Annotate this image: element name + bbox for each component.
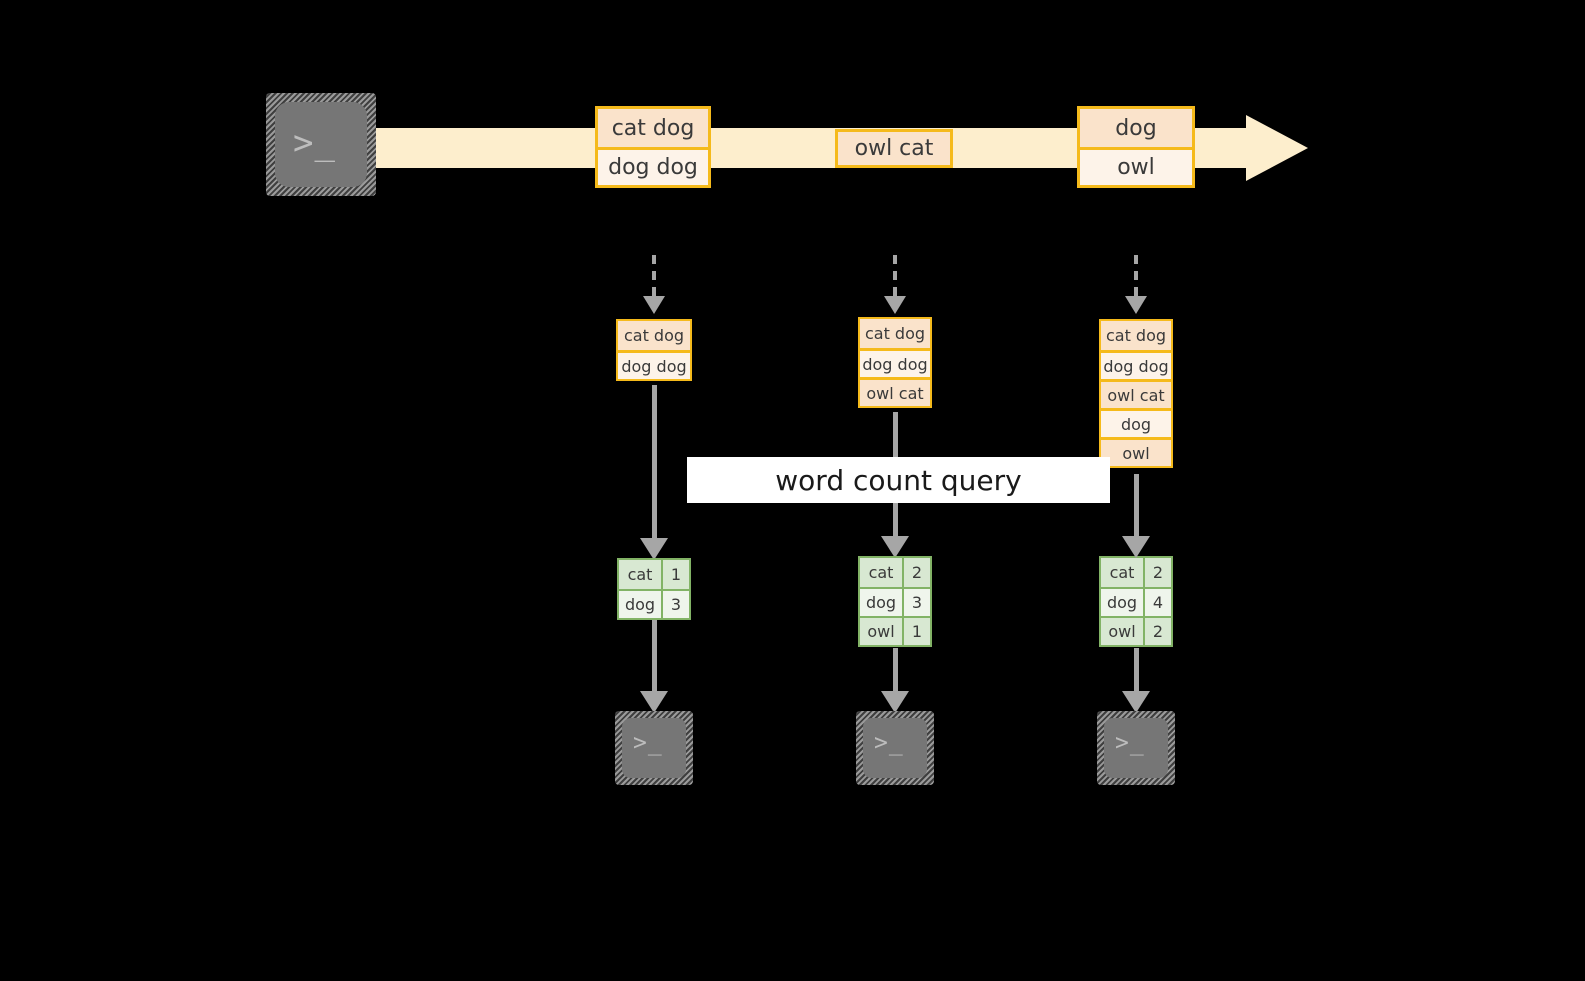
result-word: cat xyxy=(860,558,904,587)
result-word: cat xyxy=(1101,558,1145,587)
stream-arrowhead-icon xyxy=(1246,115,1308,181)
terminal-prompt-glyph: >_ xyxy=(633,730,663,756)
accumulated-event-line: cat dog xyxy=(860,319,930,348)
result-row: cat 2 xyxy=(1101,558,1171,587)
result-word: dog xyxy=(619,591,663,618)
result-row: cat 2 xyxy=(860,558,930,587)
batch-3-query-line xyxy=(1134,474,1139,542)
result-word: owl xyxy=(860,618,904,645)
accumulated-event-line: owl cat xyxy=(1101,379,1171,408)
terminal-prompt-glyph: >_ xyxy=(1115,730,1145,756)
result-count: 3 xyxy=(911,593,923,612)
accumulated-event-line: dog xyxy=(1101,408,1171,437)
accumulated-event-line: cat dog xyxy=(1101,321,1171,350)
accumulated-event-line: dog dog xyxy=(1101,350,1171,379)
stream-event-group-1: cat dog dog dog xyxy=(595,106,711,188)
batch-2-sink-arrowhead-icon xyxy=(881,691,909,713)
batch-3-feed-arrowhead-icon xyxy=(1125,296,1147,314)
result-count: 1 xyxy=(670,565,682,584)
result-count: 3 xyxy=(670,595,682,614)
batch-3-sink-line xyxy=(1134,648,1139,698)
accumulated-event-line: owl xyxy=(1101,437,1171,466)
accumulated-event-line: dog dog xyxy=(618,350,690,379)
stream-event-group-3: dog owl xyxy=(1077,106,1195,188)
result-count: 2 xyxy=(911,563,923,582)
batch-1-sink-terminal-icon: >_ xyxy=(615,711,693,785)
terminal-screen: >_ xyxy=(622,718,686,778)
result-row: cat 1 xyxy=(619,560,689,589)
result-row: dog 3 xyxy=(860,587,930,616)
result-word: cat xyxy=(619,560,663,589)
result-word: dog xyxy=(860,589,904,616)
batch-1-feed-line xyxy=(652,255,656,300)
result-word: dog xyxy=(1101,589,1145,616)
batch-1-query-arrowhead-icon xyxy=(640,538,668,560)
batch-1-query-line xyxy=(652,385,657,545)
terminal-prompt-glyph: >_ xyxy=(874,730,904,756)
terminal-prompt-glyph: >_ xyxy=(293,123,336,163)
result-row: dog 4 xyxy=(1101,587,1171,616)
accumulated-event-line: owl cat xyxy=(860,377,930,406)
result-count: 2 xyxy=(1152,622,1164,641)
batch-3-query-arrowhead-icon xyxy=(1122,536,1150,558)
result-count: 2 xyxy=(1152,563,1164,582)
batch-2-accumulated-events: cat dog dog dog owl cat xyxy=(858,317,932,408)
batch-2-result-table: cat 2 dog 3 owl 1 xyxy=(858,556,932,647)
result-row: owl 1 xyxy=(860,616,930,645)
batch-3-sink-terminal-icon: >_ xyxy=(1097,711,1175,785)
result-count: 4 xyxy=(1152,593,1164,612)
batch-2-sink-terminal-icon: >_ xyxy=(856,711,934,785)
accumulated-event-line: cat dog xyxy=(618,321,690,350)
batch-2-query-arrowhead-icon xyxy=(881,536,909,558)
batch-1-result-table: cat 1 dog 3 xyxy=(617,558,691,620)
terminal-screen: >_ xyxy=(275,102,367,187)
stream-event-line: dog xyxy=(1080,109,1192,147)
stream-event-group-2: owl cat xyxy=(835,129,953,168)
result-word: owl xyxy=(1101,618,1145,645)
result-row: dog 3 xyxy=(619,589,689,618)
batch-2-feed-arrowhead-icon xyxy=(884,296,906,314)
query-label-band: word count query xyxy=(687,457,1110,503)
terminal-screen: >_ xyxy=(1104,718,1168,778)
batch-2-feed-line xyxy=(893,255,897,300)
batch-1-sink-line xyxy=(652,620,657,698)
accumulated-event-line: dog dog xyxy=(860,348,930,377)
result-row: owl 2 xyxy=(1101,616,1171,645)
result-count: 1 xyxy=(911,622,923,641)
batch-3-result-table: cat 2 dog 4 owl 2 xyxy=(1099,556,1173,647)
stream-event-line: dog dog xyxy=(598,147,708,185)
batch-3-sink-arrowhead-icon xyxy=(1122,691,1150,713)
stream-event-line: cat dog xyxy=(598,109,708,147)
batch-1-sink-arrowhead-icon xyxy=(640,691,668,713)
batch-2-sink-line xyxy=(893,648,898,698)
stream-event-line: owl cat xyxy=(838,132,950,165)
batch-3-feed-line xyxy=(1134,255,1138,300)
stream-event-line: owl xyxy=(1080,147,1192,185)
source-terminal-icon: >_ xyxy=(266,93,376,196)
batch-1-feed-arrowhead-icon xyxy=(643,296,665,314)
batch-1-accumulated-events: cat dog dog dog xyxy=(616,319,692,381)
query-label-text: word count query xyxy=(775,463,1022,497)
terminal-screen: >_ xyxy=(863,718,927,778)
batch-3-accumulated-events: cat dog dog dog owl cat dog owl xyxy=(1099,319,1173,468)
